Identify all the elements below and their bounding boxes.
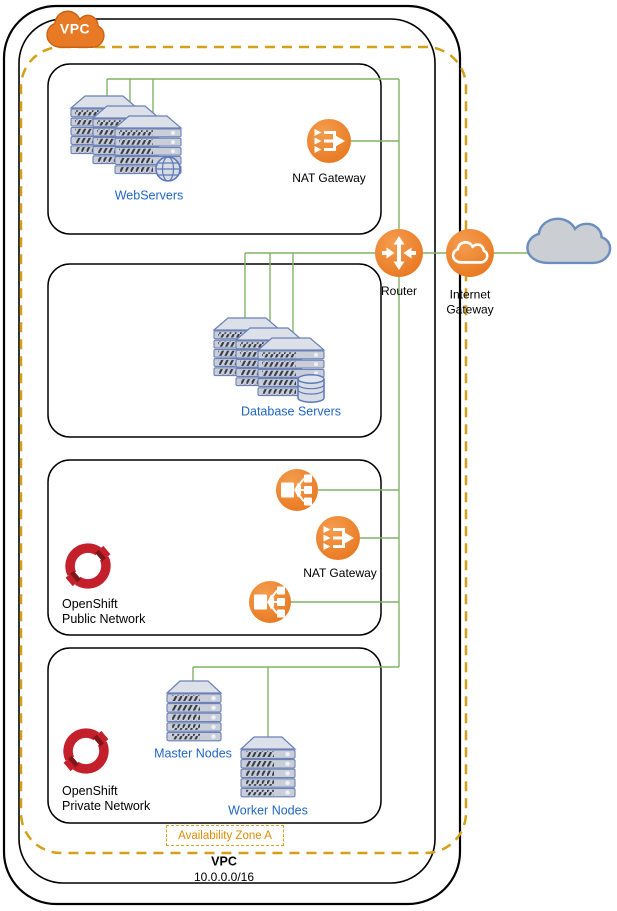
internet-gateway-label: Internet Gateway: [446, 288, 493, 317]
internet-gateway-icon: [446, 229, 494, 277]
availability-zone-label: Availability Zone A: [178, 829, 272, 842]
internet-gateway-label-line2: Gateway: [446, 302, 494, 316]
openshift-private-label-line1: OpenShift: [62, 784, 118, 798]
load-balancer-icon: [276, 469, 318, 511]
internet-cloud-icon: [526, 217, 612, 265]
openshift-public-label-line2: Public Network: [62, 611, 146, 626]
vpc-name-label: VPC: [211, 854, 237, 869]
nat-gateway-icon: [307, 119, 351, 163]
vpc-badge-label: VPC: [59, 20, 91, 37]
nat-gateway-label: NAT Gateway: [292, 170, 366, 185]
master-nodes-label: Master Nodes: [154, 746, 232, 761]
connector-lines: [106, 78, 528, 737]
worker-nodes-label: Worker Nodes: [228, 803, 308, 818]
nat-gateway-icon: [316, 516, 360, 560]
load-balancer-icon: [249, 581, 291, 623]
openshift-private-label-line2: Private Network: [62, 798, 151, 813]
database-cylinder-icon: [297, 374, 325, 403]
availability-zone-label-box: Availability Zone A: [166, 825, 284, 846]
webservers-label: WebServers: [114, 188, 184, 203]
nat-gateway-public-label: NAT Gateway: [303, 565, 377, 580]
database-servers-label: Database Servers: [240, 404, 342, 419]
internet-gateway-label-line1: Internet: [449, 287, 491, 302]
vpc-cidr-label: 10.0.0.0/16: [193, 869, 255, 884]
router-label: Router: [380, 283, 418, 298]
vpc-inner-boundary: [18, 18, 436, 884]
globe-icon: [155, 156, 181, 182]
availability-zone-boundary: [19, 45, 468, 855]
openshift-public-label: OpenShift Public Network: [62, 597, 145, 626]
router-icon: [375, 229, 423, 277]
openshift-public-label-line1: OpenShift: [62, 597, 118, 611]
openshift-private-label: OpenShift Private Network: [62, 784, 150, 813]
